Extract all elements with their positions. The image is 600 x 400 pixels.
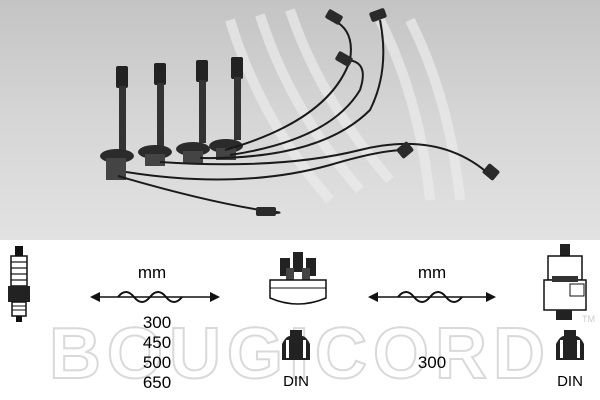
technical-diagram: BOUGICORD TM mm 300	[8, 244, 595, 395]
spark-plug-boot-3	[176, 60, 210, 163]
left-length-arrow	[90, 291, 220, 303]
trademark-mark: TM	[582, 314, 595, 324]
left-length-2: 450	[143, 333, 171, 352]
cable-terminals	[256, 8, 500, 216]
spark-plug-boot-2	[138, 63, 172, 166]
left-length-list: 300 450 500 650	[143, 313, 171, 392]
left-length-4: 650	[143, 373, 171, 392]
spark-plug-icon	[8, 246, 30, 322]
din-connector-icon	[556, 330, 584, 360]
right-length-arrow	[368, 291, 496, 303]
din-connector-icon	[282, 330, 310, 360]
ignition-coil-icon	[543, 244, 587, 320]
left-unit-label: mm	[138, 263, 166, 282]
cable-wires	[117, 19, 491, 215]
distributor-cap-icon	[269, 252, 327, 305]
ignition-cable-set-photo	[0, 0, 600, 240]
right-length-value: 300	[418, 353, 446, 372]
distributor-din-label: DIN	[283, 373, 309, 390]
left-length-1: 300	[143, 313, 171, 332]
left-length-3: 500	[143, 353, 171, 372]
watermark-swirls	[225, 8, 465, 204]
spark-plug-boot-1	[100, 66, 134, 180]
right-unit-label: mm	[418, 263, 446, 282]
coil-din-label: DIN	[557, 373, 583, 390]
